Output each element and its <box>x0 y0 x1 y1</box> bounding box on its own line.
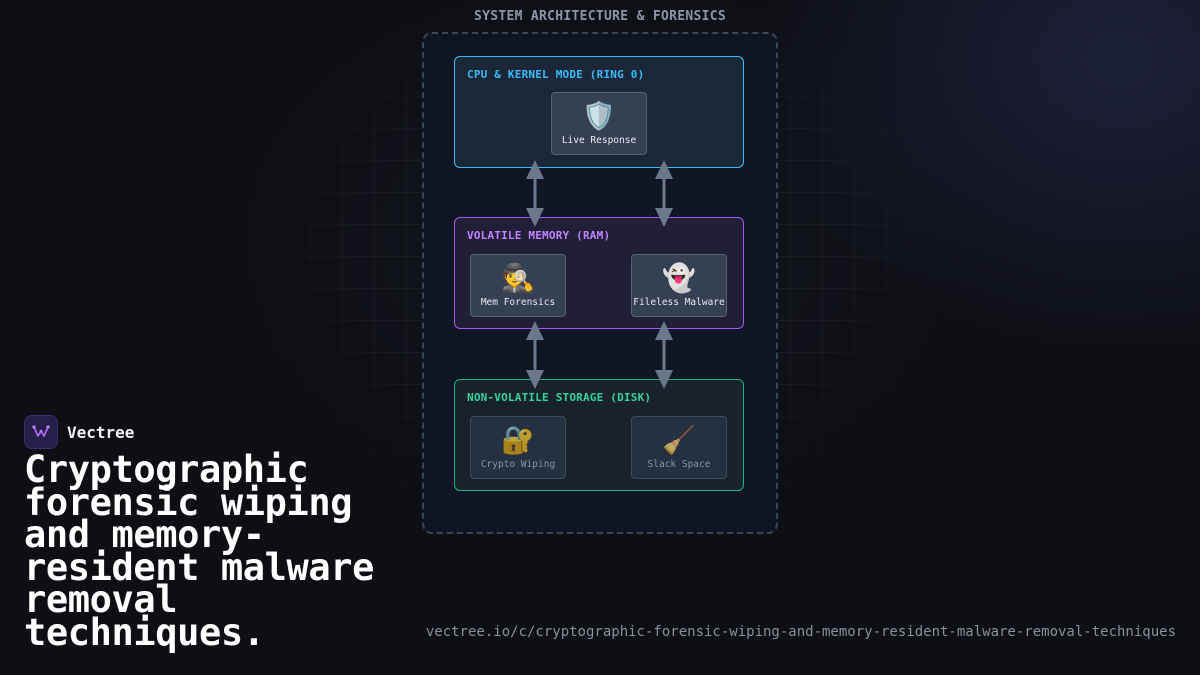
layer-title: VOLATILE MEMORY (RAM) <box>467 229 611 242</box>
page-url[interactable]: vectree.io/c/cryptographic-forensic-wipi… <box>425 624 1176 640</box>
layer-title: NON-VOLATILE STORAGE (DISK) <box>467 391 652 404</box>
detective-icon: 🕵️ <box>501 263 535 294</box>
layer-title: CPU & KERNEL MODE (RING 0) <box>467 68 645 81</box>
layer-non-volatile-storage: NON-VOLATILE STORAGE (DISK) 🔐 Crypto Wip… <box>454 379 744 491</box>
layer-volatile-memory: VOLATILE MEMORY (RAM) 🕵️ Mem Forensics 👻… <box>454 217 744 329</box>
brand: Vectree <box>24 415 134 449</box>
node-fileless-malware[interactable]: 👻 Fileless Malware <box>631 254 727 317</box>
node-crypto-wiping[interactable]: 🔐 Crypto Wiping <box>470 416 566 479</box>
node-live-response[interactable]: 🛡️ Live Response <box>551 92 647 155</box>
ghost-icon: 👻 <box>662 263 696 294</box>
node-label: Crypto Wiping <box>480 459 556 470</box>
layer-cpu-kernel: CPU & KERNEL MODE (RING 0) 🛡️ Live Respo… <box>454 56 744 168</box>
node-mem-forensics[interactable]: 🕵️ Mem Forensics <box>470 254 566 317</box>
page-headline: Cryptographic forensic wiping and memory… <box>24 448 375 654</box>
node-label: Slack Space <box>647 459 711 470</box>
node-label: Fileless Malware <box>633 297 725 308</box>
node-slack-space[interactable]: 🧹 Slack Space <box>631 416 727 479</box>
node-label: Mem Forensics <box>480 297 556 308</box>
broom-icon: 🧹 <box>662 425 696 456</box>
brand-name: Vectree <box>67 422 135 442</box>
node-label: Live Response <box>561 135 637 146</box>
vectree-logo-icon <box>24 415 58 449</box>
locked-with-key-icon: 🔐 <box>501 425 535 456</box>
diagram-title: SYSTEM ARCHITECTURE & FORENSICS <box>474 9 726 24</box>
shield-icon: 🛡️ <box>582 101 616 132</box>
